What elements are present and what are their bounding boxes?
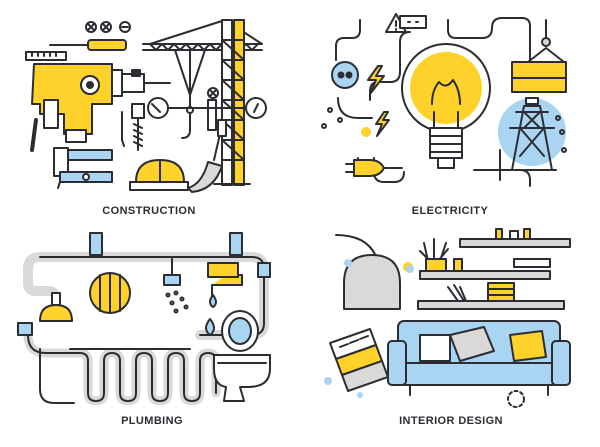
electric-plug-icon — [345, 159, 403, 177]
electricity-label: ELECTRICITY — [411, 205, 489, 217]
potted-plant-icon — [419, 238, 449, 272]
power-tower-icon — [498, 97, 567, 171]
sofa-icon — [387, 320, 571, 396]
color-swatches-icon — [324, 328, 389, 398]
power-drill-icon — [30, 63, 171, 152]
electricity-illustration — [321, 13, 567, 187]
bolts-icon — [121, 103, 145, 151]
screw-heads-icon — [85, 21, 131, 33]
construction-illustration — [25, 19, 267, 193]
ruler-icon — [25, 51, 67, 61]
pipe-lamp-icon — [39, 292, 73, 322]
trowel-icon — [187, 119, 227, 193]
drain-grate-icon — [89, 272, 131, 314]
water-drop-icon — [205, 294, 217, 336]
faucet-icon — [207, 262, 243, 296]
plumbing-panel: PLUMBING — [0, 223, 300, 446]
wrench-icon — [147, 97, 267, 119]
plumbing-illustration — [17, 232, 271, 406]
screwdriver-icon — [49, 39, 127, 51]
dot-decoration-icon — [321, 107, 371, 137]
level-tool-icon — [59, 171, 113, 183]
hard-hat-icon — [129, 159, 189, 191]
dashed-circle-icon — [507, 390, 525, 408]
interior-design-label: INTERIOR DESIGN — [399, 415, 503, 427]
light-bulb-icon — [401, 43, 491, 169]
electricity-panel: ELECTRICITY — [300, 0, 600, 223]
plumbing-label: PLUMBING — [121, 415, 183, 427]
toilet-icon — [213, 310, 271, 402]
wall-shelves-icon — [406, 228, 571, 310]
construction-panel: CONSTRUCTION — [0, 0, 300, 223]
shower-head-icon — [163, 258, 189, 314]
construction-label: CONSTRUCTION — [102, 205, 196, 217]
floor-lamp-icon — [335, 234, 413, 310]
outlet-box-icon — [399, 15, 427, 29]
lightning-bolt-icon — [367, 65, 390, 137]
hanging-crate-icon — [499, 19, 567, 181]
interior-panel: INTERIOR DESIGN — [300, 223, 600, 446]
power-socket-icon — [331, 61, 359, 89]
interior-illustration — [324, 228, 571, 408]
crane-icon — [142, 19, 263, 186]
heating-coil-icon — [17, 322, 221, 406]
